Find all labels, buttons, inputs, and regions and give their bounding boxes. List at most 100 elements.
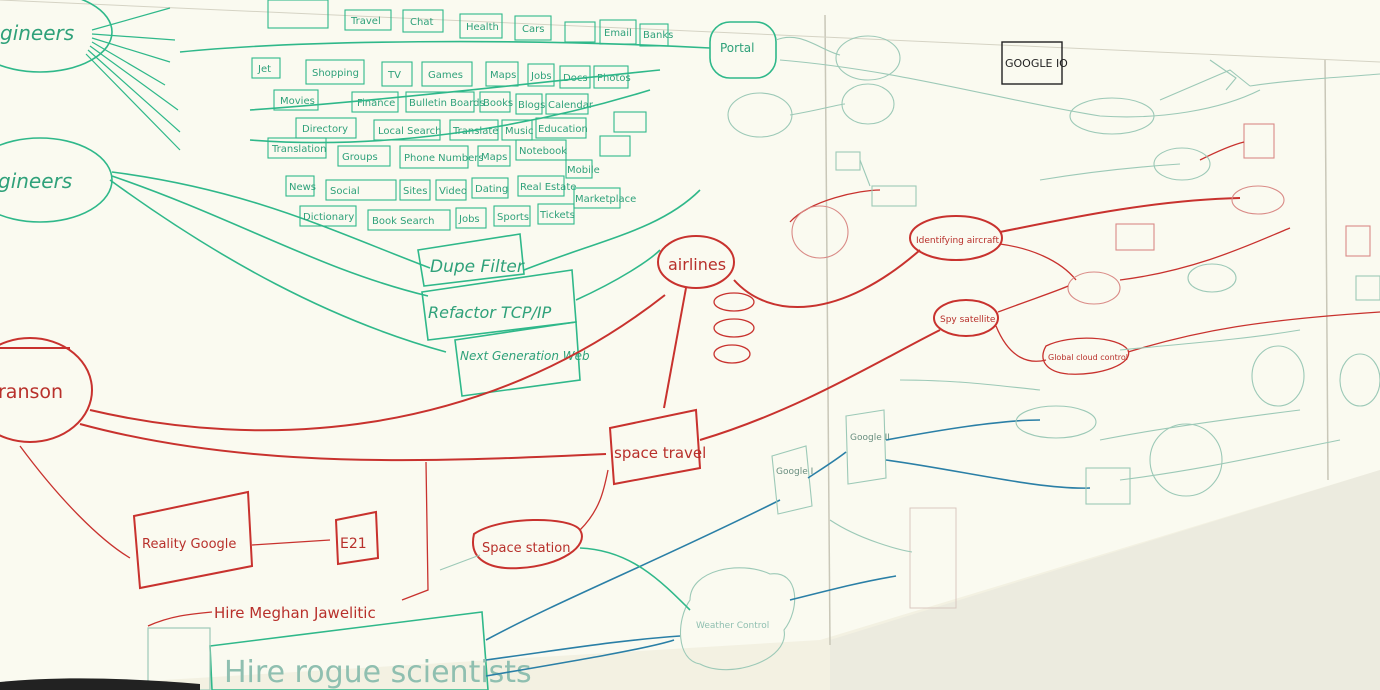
svg-text:Books: Books [483, 98, 513, 109]
svg-text:Finance: Finance [357, 98, 395, 109]
engineers-label-2: gineers [0, 169, 72, 193]
product-box: Translate [449, 119, 499, 141]
weather-control-node: Weather Control [680, 567, 796, 671]
svg-text:Tickets: Tickets [539, 210, 575, 221]
svg-text:Jobs: Jobs [530, 71, 552, 82]
dupe-filter-node: Dupe Filter [417, 233, 525, 287]
svg-text:Banks: Banks [643, 30, 673, 41]
spy-satellite-label: Spy satellite [940, 315, 996, 325]
product-box: Bulletin Boards [405, 91, 485, 113]
branson-node: ranson [0, 337, 93, 443]
product-box: Local Search [373, 119, 441, 141]
product-box: Chat [402, 9, 444, 33]
svg-text:Chat: Chat [410, 17, 433, 28]
space-station-node: Space station [472, 518, 583, 570]
svg-text:Book Search: Book Search [372, 216, 434, 227]
product-box: Shopping [305, 59, 365, 85]
product-box: News [285, 175, 316, 197]
svg-text:Calendar: Calendar [548, 100, 594, 111]
e21-node: E21 [334, 510, 380, 566]
svg-text:Translate: Translate [452, 126, 498, 137]
next-generation-label: Next Generation Web [460, 349, 590, 363]
svg-text:Shopping: Shopping [312, 68, 359, 79]
svg-text:Email: Email [604, 28, 632, 39]
svg-text:Travel: Travel [350, 16, 381, 27]
svg-text:News: News [289, 182, 316, 193]
identifying-aircraft-node: Identifying aircraft [909, 215, 1003, 261]
product-box: Maps [477, 145, 511, 167]
faint-right-network [779, 59, 1380, 505]
svg-text:Directory: Directory [302, 124, 348, 135]
dupe-filter-label: Dupe Filter [430, 257, 525, 277]
svg-text:Jobs: Jobs [458, 214, 480, 225]
space-station-label: Space station [482, 541, 571, 556]
svg-text:Mobile: Mobile [567, 165, 600, 176]
svg-text:Phone Numbers: Phone Numbers [404, 153, 484, 164]
product-box: Tickets [537, 203, 575, 225]
hire-scientists-node: Hire rogue scientists [209, 611, 532, 690]
reality-google-node: Reality Google [132, 490, 254, 590]
svg-text:Social: Social [330, 186, 360, 197]
google-ii-node: Google II [845, 409, 890, 485]
product-box: Translation [267, 137, 327, 159]
svg-text:Blogs: Blogs [518, 100, 545, 111]
product-box: TV [381, 61, 413, 87]
svg-text:Music: Music [505, 126, 533, 137]
svg-text:Sports: Sports [497, 212, 529, 223]
product-box: Groups [337, 145, 391, 167]
airlines-label: airlines [668, 255, 726, 274]
svg-text:TV: TV [387, 70, 401, 81]
product-box: Movies [273, 89, 319, 111]
svg-text:Education: Education [538, 124, 588, 135]
engineers-node: gineers [0, 0, 113, 73]
product-box: Mobile [565, 159, 600, 179]
product-box: Travel [344, 9, 392, 31]
space-travel-node: space travel [608, 408, 706, 486]
engineers-label: gineers [0, 21, 74, 45]
svg-text:Cars: Cars [522, 24, 544, 35]
e21-label: E21 [340, 536, 367, 552]
svg-text:Maps: Maps [490, 70, 516, 81]
global-cloud-control-node: Global cloud control [1042, 337, 1130, 375]
product-box: Games [421, 61, 473, 87]
svg-text:Dictionary: Dictionary [303, 212, 354, 223]
svg-text:Notebook: Notebook [519, 146, 567, 157]
airline-sub-ovals [713, 292, 755, 364]
product-box: Calendar [545, 93, 594, 115]
svg-text:Video: Video [439, 186, 467, 197]
svg-text:Photos: Photos [597, 73, 631, 84]
portal-label: Portal [720, 41, 754, 55]
product-box: Dating [471, 177, 509, 199]
svg-text:Marketplace: Marketplace [575, 194, 636, 205]
svg-text:Real Estate: Real Estate [520, 182, 576, 193]
google-io-box: GOOGLE IO [1001, 41, 1068, 85]
svg-text:Jet: Jet [257, 64, 271, 75]
reality-google-label: Reality Google [142, 537, 236, 552]
product-box: Blogs [515, 93, 545, 115]
product-box: Jobs [527, 63, 555, 87]
hire-meghan-label: Hire Meghan Jawelitic [214, 604, 376, 622]
identifying-aircraft-label: Identifying aircraft [916, 236, 999, 246]
product-box-cluster: Travel Chat Health Cars Email Banks Jet … [251, 0, 673, 231]
hire-scientists-label: Hire rogue scientists [224, 655, 532, 690]
product-box: Book Search [367, 209, 451, 231]
svg-text:Local Search: Local Search [378, 126, 441, 137]
global-cloud-control-label: Global cloud control [1048, 353, 1128, 362]
google-io-label: GOOGLE IO [1005, 57, 1068, 70]
airlines-node: airlines [657, 235, 735, 289]
svg-text:Games: Games [428, 70, 463, 81]
product-box: Marketplace [573, 187, 636, 209]
product-box: Social [325, 179, 397, 201]
product-box: Real Estate [517, 175, 576, 197]
space-travel-label: space travel [614, 444, 706, 462]
product-box: Jobs [455, 207, 487, 229]
product-box: Sites [399, 179, 431, 201]
next-generation-node: Next Generation Web [454, 321, 590, 397]
google-i-node: Google I [771, 445, 813, 515]
product-box: Cars [514, 15, 552, 41]
product-box: Phone Numbers [399, 145, 484, 169]
svg-text:Groups: Groups [342, 152, 378, 163]
product-box: Sports [493, 205, 531, 227]
product-box: Health [459, 13, 503, 39]
